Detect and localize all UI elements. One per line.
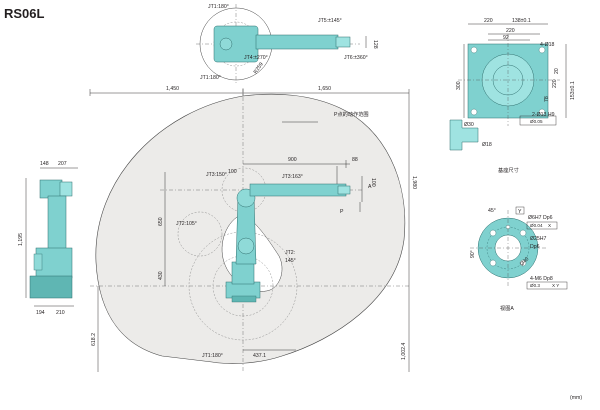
jt1-main-label: JT1:180° — [202, 353, 223, 359]
flange-hole6: Ø6H7 Dp6 — [528, 215, 553, 221]
flange-angle-45: 45° — [488, 208, 496, 214]
flange-view — [470, 206, 568, 290]
top-jt5: JT5:±145° — [318, 18, 342, 24]
side-dim-148: 148 — [40, 161, 49, 167]
top-jt6: JT6:±360° — [344, 55, 368, 61]
flange-m6: 4-M6 Dp8 — [530, 276, 553, 282]
side-dim-194: 194 — [36, 310, 45, 316]
flange-d40: Ø40 — [519, 256, 530, 267]
dim-1450: 1,450 — [166, 86, 179, 92]
base-hole-label: 4-Ø18 — [540, 42, 555, 48]
base-dim-220-a: 220 — [484, 18, 493, 24]
dim-100-b: 100 — [370, 178, 376, 187]
base-view — [449, 23, 567, 151]
base-dim-78: 78 — [544, 96, 550, 102]
flange-dp6: Dp6 — [530, 244, 540, 250]
side-view — [25, 167, 78, 307]
point-p-label: P — [340, 209, 344, 215]
jt2-105-label: JT2:105° — [176, 221, 197, 227]
robot-arm-main — [225, 183, 351, 303]
top-view — [196, 4, 367, 84]
dim-1980: 1,980 — [411, 176, 417, 189]
dim-650: 650 — [158, 217, 164, 226]
model-title: RS06L — [4, 6, 45, 21]
flange-angle-90: 90° — [470, 250, 476, 258]
main-dimension-lines — [89, 89, 410, 372]
base-dim-92: 92 — [503, 35, 509, 41]
flange-tol2: Ø0.3 — [530, 283, 540, 288]
base-d30: Ø30 — [464, 122, 474, 128]
dim-1650: 1,650 — [318, 86, 331, 92]
jt2-label: JT2: — [285, 250, 295, 256]
base-tol-label: Ø0.05 — [530, 119, 543, 124]
dim-618-2: 618.2 — [91, 333, 97, 346]
dim-430: 430 — [158, 271, 164, 280]
view-a-arrow-label: A — [368, 184, 372, 190]
base-pin-label: 2-Ø13 H9 — [532, 112, 555, 118]
flange-caption: 视图A — [500, 304, 514, 312]
flange-tol1: Ø0.04 — [530, 223, 543, 228]
side-dim-1195: 1,195 — [18, 233, 24, 246]
flange-tol2-ref: X Y — [552, 283, 559, 288]
top-jt4: JT4:±270° — [244, 55, 268, 61]
flange-tol1-ref: X — [548, 223, 551, 228]
base-d18: Ø18 — [482, 142, 492, 148]
dim-900: 900 — [288, 157, 297, 163]
base-dim-20: 20 — [554, 68, 560, 74]
flange-d25: Ø25H7 — [530, 236, 547, 242]
dim-88: 88 — [352, 157, 358, 163]
top-jt1-b: JT1:180° — [200, 75, 221, 81]
base-caption: 基座尺寸 — [498, 166, 519, 174]
base-dim-153: 153±0.1 — [570, 81, 576, 100]
base-dim-300: 300 — [456, 81, 462, 90]
base-dim-138: 138±0.1 — [512, 18, 531, 24]
jt3-163-label: JT3:163° — [282, 174, 303, 180]
unit-note: (mm) — [570, 395, 582, 401]
top-dim-128: 128 — [372, 40, 378, 49]
base-dim-220-b: 220 — [506, 28, 515, 34]
p-range-label: P点的动作范围 — [334, 110, 369, 118]
jt3-150-label: JT3:150° — [206, 172, 227, 178]
flange-y-ref: Y — [518, 209, 522, 215]
side-dim-210: 210 — [56, 310, 65, 316]
side-dim-207: 207 — [58, 161, 67, 167]
top-jt1-a: JT1:180° — [208, 4, 229, 10]
base-dim-220-c: 220 — [552, 79, 558, 88]
dim-100-a: 100 — [228, 169, 237, 175]
top-r259: R259 — [253, 61, 265, 75]
dim-437-1: 437.1 — [253, 353, 266, 359]
jt2-145-label: 145° — [285, 258, 296, 264]
dim-1002-4: 1,002.4 — [401, 343, 407, 360]
